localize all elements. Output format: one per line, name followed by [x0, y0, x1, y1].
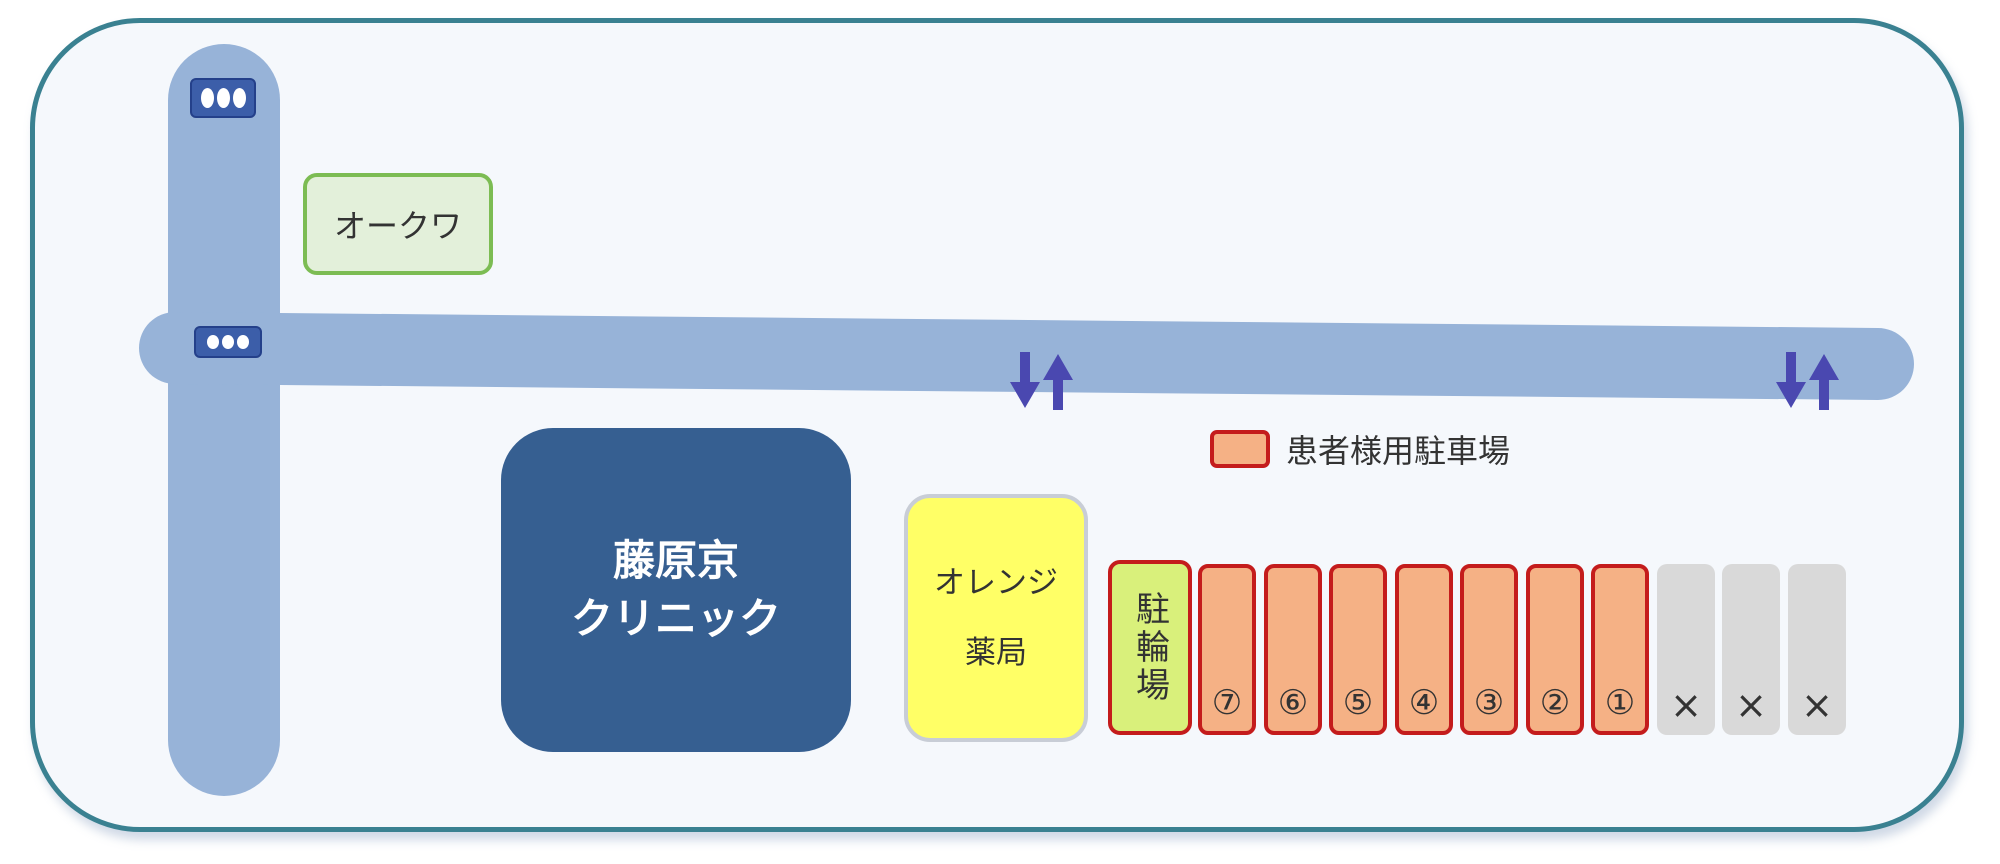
bicycle-parking-label: 駐輪場 — [1129, 590, 1170, 705]
patient-parking-slot: ③ — [1460, 564, 1518, 735]
entrance-exit-arrows-icon — [1776, 352, 1839, 410]
traffic-signal-icon — [194, 326, 262, 358]
patient-parking-slot: ① — [1591, 564, 1649, 735]
legend-label: 患者様用駐車場 — [1286, 432, 1511, 470]
patient-parking-slot: ⑦ — [1198, 564, 1256, 735]
patient-parking-slot: ⑤ — [1329, 564, 1387, 735]
unavailable-parking-slot: × — [1788, 564, 1846, 735]
legend: 患者様用駐車場 — [1210, 426, 1510, 472]
clinic-name-line2: クリニック — [570, 594, 781, 643]
pharmacy-name-line2: 薬局 — [965, 635, 1027, 671]
patient-parking-slot: ② — [1526, 564, 1584, 735]
traffic-signal-icon — [190, 78, 256, 118]
unavailable-parking-slot: × — [1722, 564, 1780, 735]
patient-parking-slot: ⑥ — [1264, 564, 1322, 735]
supermarket-label: オークワ — [333, 207, 462, 245]
clinic-name-line1: 藤原京 — [612, 536, 739, 585]
supermarket-okuwa: オークワ — [303, 173, 493, 275]
bicycle-parking: 駐輪場 — [1108, 560, 1192, 735]
patient-parking-slot: ④ — [1395, 564, 1453, 735]
entrance-exit-arrows-icon — [1010, 352, 1073, 410]
legend-swatch — [1210, 430, 1270, 468]
road-vertical — [168, 44, 280, 796]
pharmacy-building: オレンジ 薬局 — [904, 494, 1088, 742]
unavailable-parking-slot: × — [1657, 564, 1715, 735]
clinic-building: 藤原京 クリニック — [501, 428, 851, 752]
pharmacy-name-line1: オレンジ — [934, 565, 1058, 601]
